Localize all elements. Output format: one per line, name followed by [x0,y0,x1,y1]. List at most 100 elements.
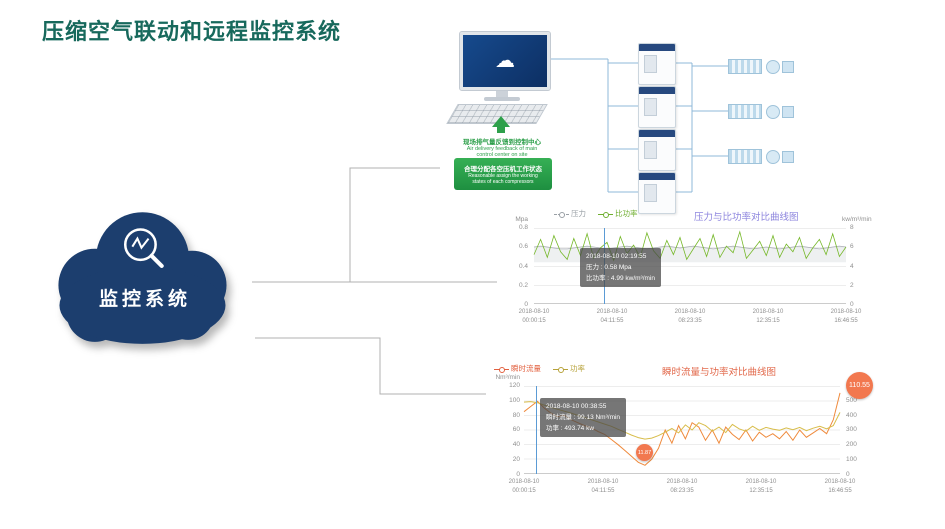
control-computer-monitor: ☁ [459,31,551,91]
compressor-unit [638,129,676,171]
chart2-cursor-line [536,386,537,474]
y-tick: 500 [846,396,857,404]
tooltip-power: 功率 : 493.74 kw [546,425,595,433]
y-tick: 120 [509,382,520,389]
y-tick: 60 [512,426,520,434]
y-tick: 80 [512,411,520,419]
up-arrow-stem [497,127,505,133]
flow-power-chart: 瞬时流量 功率 瞬时流量与功率对比曲线图 Nm³/min 120 100 80 … [486,360,882,512]
cloud-label: 监控系统 [98,289,191,310]
chart1-left-axis: 0.8 0.6 0.4 0.2 0 [498,224,528,308]
chart1-left-axis-unit: Mpa [515,216,528,223]
feedback-caption-cn: 现场排气量反馈到控制中心 [463,139,541,146]
screen-cloud-logo-icon: ☁ [495,50,515,72]
y-tick: 100 [509,396,520,404]
chart2-legend: 瞬时流量 功率 [494,363,585,374]
y-tick: 20 [512,456,520,464]
chart1-title: 压力与比功率对比曲线图 [694,212,799,223]
power-legend-marker [553,366,568,373]
chart1-right-axis-unit: kw/m³/min [842,216,872,223]
y-tick: 2 [850,281,854,289]
assign-box-en: Reasonable assign the working [468,173,538,179]
chart2-tooltip: 2018-08-10 00:38:55 瞬时流量 : 99.13 Nm³/min… [540,398,627,438]
pressure-power-chart: 压力 比功率 压力与比功率对比曲线图 Mpa kw/m³/min 0.8 0.6… [498,206,882,334]
y-tick: 8 [850,224,854,231]
monitor-stand [496,91,508,97]
specific-power-legend-marker [598,211,613,218]
y-tick: 0.6 [518,243,528,251]
pressure-legend-item: 压力 [554,208,586,219]
air-treatment-unit [728,103,794,119]
y-tick: 0.2 [518,281,528,289]
specific-power-series-line [533,230,847,262]
y-tick: 200 [846,441,857,449]
feedback-caption-en: control center on site [476,152,528,158]
pressure-series-line [533,245,847,250]
up-arrow-icon [492,116,510,127]
tooltip-flow: 瞬时流量 : 99.13 Nm³/min [546,414,621,422]
flow-min-value-badge: 11.87 [636,444,653,461]
feedback-caption-en: Air delivery feedback of main [466,146,538,152]
compressor-unit [638,172,676,214]
y-tick: 0.8 [518,224,528,231]
y-tick: 0.4 [518,262,528,270]
pressure-legend-label: 压力 [571,209,586,218]
chart2-left-axis-unit: Nm³/min [495,374,520,381]
y-tick: 4 [850,262,854,270]
y-tick: 400 [846,411,857,419]
monitoring-cloud: 监控系统 [36,192,254,354]
chart2-plot: 2018-08-10 00:38:55 瞬时流量 : 99.13 Nm³/min… [523,372,873,474]
tooltip-specific-power: 比功率 : 4.99 kw/m³/min [586,275,655,283]
chart1-right-axis: 8 6 4 2 0 [850,224,854,308]
specific-power-legend-label: 比功率 [615,209,638,218]
chart1-legend: 压力 比功率 [554,208,638,219]
y-tick: 40 [512,441,520,449]
chart2-title: 瞬时流量与功率对比曲线图 [662,367,777,378]
tooltip-pressure: 压力 : 0.58 Mpa [586,264,632,272]
tooltip-time: 2018-08-10 02:19:55 [586,253,647,260]
power-legend-label: 功率 [570,364,585,373]
feedback-caption: 现场排气量反馈到控制中心 Air delivery feedback of ma… [432,136,572,158]
system-diagram: ☁ 现场排气量反馈到控制中心 Air delivery feedback of … [440,28,860,228]
page-title: 压缩空气联动和远程监控系统 [42,19,342,44]
y-tick: 100 [846,456,857,464]
assign-status-box: 合理分配各空压机工作状态 Reasonable assign the worki… [454,158,552,190]
flow-legend-item: 瞬时流量 [494,363,541,374]
flow-end-value-badge: 110.55 [846,372,873,399]
chart1-tooltip: 2018-08-10 02:19:55 压力 : 0.58 Mpa 比功率 : … [580,248,661,288]
y-tick: 300 [846,426,857,434]
specific-power-legend-item: 比功率 [598,208,638,219]
y-tick: 0 [516,470,520,478]
y-tick: 0 [524,301,528,308]
chart1-plot: 2018-08-10 02:19:55 压力 : 0.58 Mpa 比功率 : … [533,228,847,304]
monitor-stand-base [484,97,520,101]
pressure-legend-marker [554,211,569,218]
flow-legend-marker [494,366,509,373]
magnifier-chart-icon [123,228,164,268]
chart2-left-axis: 120 100 80 60 40 20 0 [486,382,520,478]
assign-box-cn: 合理分配各空压机工作状态 [464,166,542,173]
air-treatment-unit [728,58,794,74]
y-tick: 6 [850,243,854,251]
assign-box-en: states of each compressors [472,179,534,185]
power-legend-item: 功率 [553,363,585,374]
y-tick: 0 [846,470,850,478]
diagram-connector-lines [550,58,728,193]
cloud-shape [58,212,227,344]
flow-legend-label: 瞬时流量 [511,364,541,373]
y-tick: 0 [850,301,854,308]
